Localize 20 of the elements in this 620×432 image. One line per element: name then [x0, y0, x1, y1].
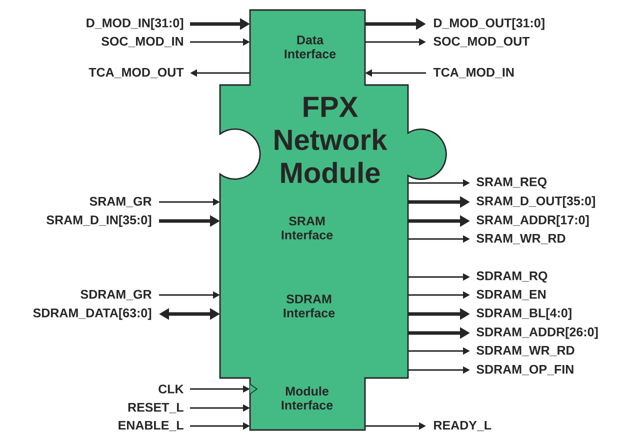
- signal-label: SRAM_REQ: [476, 177, 546, 189]
- signal-label: SRAM_WR_RD: [476, 234, 566, 244]
- signal-label: SDRAM_ADDR[26:0]: [476, 327, 598, 339]
- signal-label: RESET_L: [128, 402, 184, 414]
- signal-label: SDRAM_OP_FIN: [476, 364, 574, 376]
- signal-label: ENABLE_L: [118, 420, 184, 432]
- signal-label: CLK: [158, 384, 184, 394]
- signal-label: SDRAM_DATA[63:0]: [33, 308, 152, 320]
- signal-label: TCA_MOD_OUT: [88, 68, 184, 78]
- signal-label: SOC_MOD_IN: [102, 36, 183, 48]
- signal-label: SDRAM_EN: [476, 290, 546, 300]
- signal-label: SDRAM_GR: [80, 290, 152, 300]
- signal-label: SDRAM_RQ: [476, 271, 548, 283]
- signal-label: SRAM_D_IN[35:0]: [46, 215, 152, 227]
- signal-label: D_MOD_IN[31:0]: [86, 18, 184, 30]
- signal-label: SRAM_GR: [90, 196, 152, 208]
- signal-label: SDRAM_WR_RD: [476, 346, 574, 356]
- signal-label: SRAM_ADDR[17:0]: [476, 215, 589, 227]
- signal-label: SDRAM_BL[4:0]: [476, 308, 572, 320]
- signal-label: SRAM_D_OUT[35:0]: [476, 196, 595, 208]
